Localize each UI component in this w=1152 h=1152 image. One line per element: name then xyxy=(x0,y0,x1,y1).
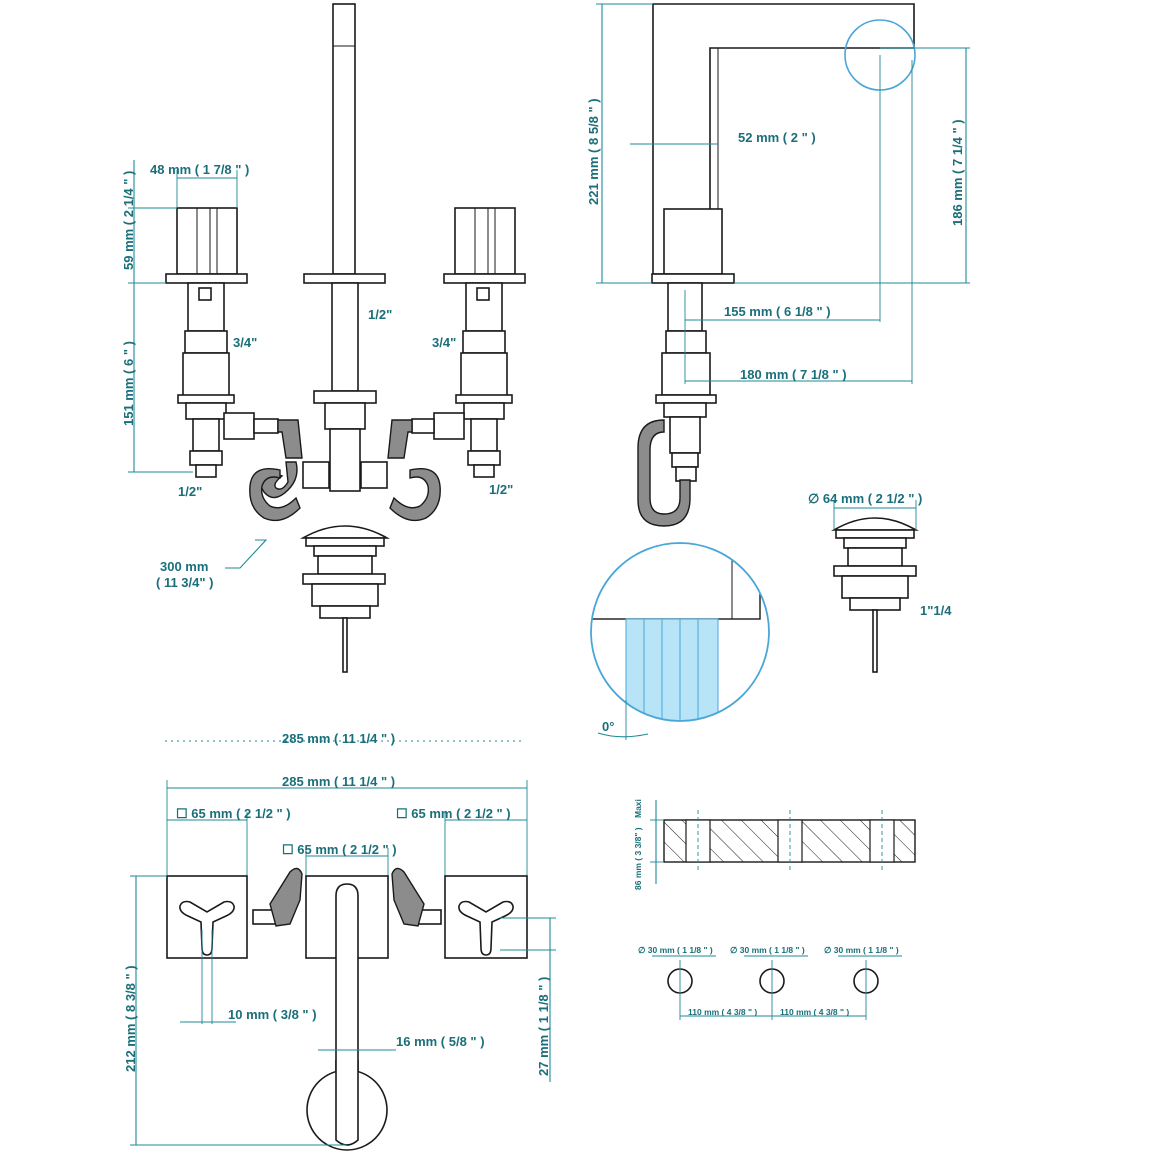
dim-155mm: 155 mm ( 6 1/8 " ) xyxy=(724,304,831,319)
dim-65mm-center: ☐ 65 mm ( 2 1/2 " ) xyxy=(282,842,397,857)
mounting-detail xyxy=(650,800,916,1020)
dim-110mm-b: 110 mm ( 4 3/8 " ) xyxy=(780,1007,849,1017)
left-handle xyxy=(165,207,279,478)
dim-86mm: 86 mm ( 3 3/8" ) xyxy=(633,827,643,890)
pop-up-drain-side xyxy=(831,500,919,673)
dim-27mm: 27 mm ( 1 1/8 " ) xyxy=(536,977,551,1076)
dim-59mm: 59 mm ( 2 1/4 " ) xyxy=(121,171,136,270)
front-view xyxy=(128,3,526,673)
dim-285mm: 285 mm ( 11 1/4 " ) xyxy=(282,774,395,789)
side-labels: 221 mm ( 8 5/8 " ) 52 mm ( 2 " ) 186 mm … xyxy=(586,98,965,734)
thread-34-left: 3/4" xyxy=(233,335,257,350)
thread-1-1-4: 1"1/4 xyxy=(920,603,952,618)
front-dimensions xyxy=(128,160,268,569)
aerator-detail xyxy=(590,542,770,740)
dim-64mm: ∅ 64 mm ( 2 1/2 " ) xyxy=(808,491,922,506)
thread-34-right: 3/4" xyxy=(432,335,456,350)
side-view xyxy=(596,3,970,527)
top-view xyxy=(130,740,556,1151)
dim-65mm-right: ☐ 65 mm ( 2 1/2 " ) xyxy=(396,806,511,821)
dim-180mm: 180 mm ( 7 1/8 " ) xyxy=(740,367,847,382)
dim-212mm: 212 mm ( 8 3/8 " ) xyxy=(123,965,138,1072)
dim-10mm: 10 mm ( 3/8 " ) xyxy=(228,1007,317,1022)
thread-half-left: 1/2" xyxy=(178,484,202,499)
dim-300mm: 300 mm xyxy=(160,559,208,574)
dim-221mm: 221 mm ( 8 5/8 " ) xyxy=(586,98,601,205)
flex-hoses xyxy=(249,419,441,522)
hole-dia-3: ∅ 30 mm ( 1 1/8 " ) xyxy=(824,945,899,955)
pop-up-drain-front xyxy=(299,525,391,673)
angle-0deg: 0° xyxy=(602,719,614,734)
front-labels: 48 mm ( 1 7/8 " ) 59 mm ( 2 1/4 " ) 151 … xyxy=(121,162,513,590)
dim-52mm: 52 mm ( 2 " ) xyxy=(738,130,816,145)
dim-285mm-upper: 285 mm ( 11 1/4 " ) xyxy=(282,731,395,746)
dim-65mm-left: ☐ 65 mm ( 2 1/2 " ) xyxy=(176,806,291,821)
mounting-labels: Maxi 86 mm ( 3 3/8" ) ∅ 30 mm ( 1 1/8 " … xyxy=(633,799,899,1017)
thread-half-right: 1/2" xyxy=(489,482,513,497)
hole-dia-2: ∅ 30 mm ( 1 1/8 " ) xyxy=(730,945,805,955)
dim-300mm-inch: ( 11 3/4" ) xyxy=(156,575,213,590)
right-handle xyxy=(411,207,526,478)
dim-48mm: 48 mm ( 1 7/8 " ) xyxy=(150,162,249,177)
top-labels: 285 mm ( 11 1/4 " ) 285 mm ( 11 1/4 " ) … xyxy=(123,731,551,1076)
thread-half-center: 1/2" xyxy=(368,307,392,322)
dim-110mm-a: 110 mm ( 4 3/8 " ) xyxy=(688,1007,757,1017)
label-maxi: Maxi xyxy=(633,799,643,818)
center-spout xyxy=(302,3,388,492)
hole-dia-1: ∅ 30 mm ( 1 1/8 " ) xyxy=(638,945,713,955)
dim-186mm: 186 mm ( 7 1/4 " ) xyxy=(950,119,965,226)
dim-151mm: 151 mm ( 6 " ) xyxy=(121,341,136,426)
dim-16mm: 16 mm ( 5/8 " ) xyxy=(396,1034,485,1049)
